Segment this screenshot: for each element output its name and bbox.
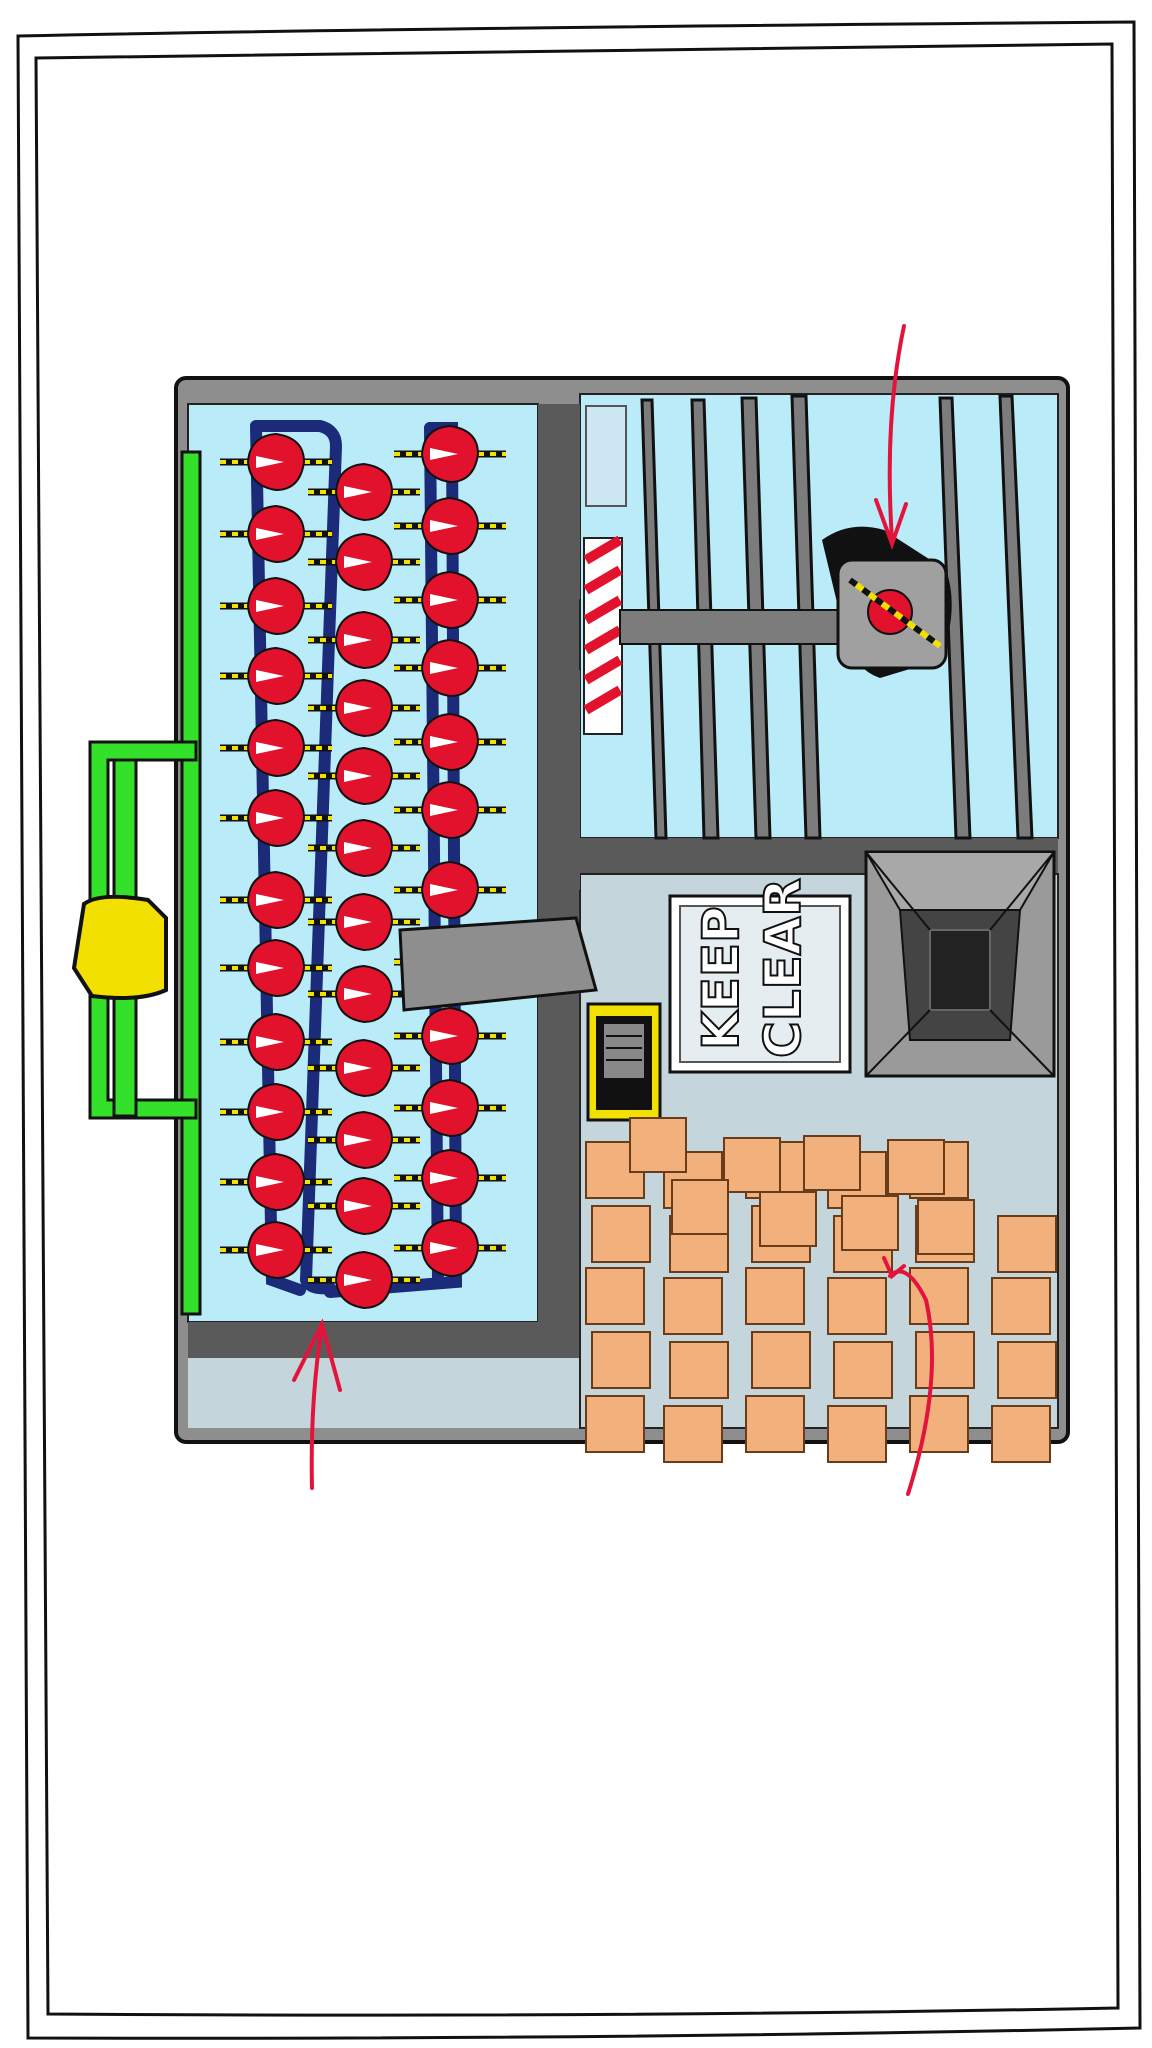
wooden-crate-icon bbox=[887, 1139, 945, 1195]
red-bollard-icon bbox=[220, 646, 332, 706]
red-bollard-icon bbox=[308, 1176, 420, 1236]
red-arrow-icon bbox=[292, 324, 934, 1496]
red-bollard-icon bbox=[308, 678, 420, 738]
wooden-crate-icon bbox=[745, 1267, 805, 1325]
red-bollard-icon bbox=[220, 1012, 332, 1072]
red-bollard-icon bbox=[220, 1220, 332, 1280]
red-bollard-icon bbox=[220, 938, 332, 998]
red-bollard-icon bbox=[308, 610, 420, 670]
red-bollard-icon bbox=[394, 1218, 506, 1278]
wooden-crate-icon bbox=[841, 1195, 899, 1251]
red-bollard-icon bbox=[220, 870, 332, 930]
wooden-crate-icon bbox=[803, 1135, 861, 1191]
hopper-funnel bbox=[864, 850, 1056, 1078]
red-bollard-icon bbox=[394, 1006, 506, 1066]
wooden-crate-icon bbox=[833, 1341, 893, 1399]
keep-clear-sign: KEEP CLEAR bbox=[668, 877, 852, 1074]
wooden-crate-icon bbox=[759, 1191, 817, 1247]
red-bollard-icon bbox=[308, 892, 420, 952]
red-bollard-icon bbox=[394, 570, 506, 630]
wooden-crate-icon bbox=[669, 1341, 729, 1399]
yellow-machine bbox=[586, 1002, 662, 1122]
wooden-crate-icon bbox=[909, 1395, 969, 1453]
wooden-crate-icon bbox=[915, 1331, 975, 1389]
crate-group bbox=[585, 1117, 1057, 1463]
wooden-crate-icon bbox=[663, 1405, 723, 1463]
red-bollard-icon bbox=[394, 712, 506, 772]
wooden-crate-icon bbox=[751, 1331, 811, 1389]
wooden-crate-icon bbox=[917, 1199, 975, 1255]
wooden-crate-icon bbox=[991, 1277, 1051, 1335]
red-bollard-icon bbox=[220, 788, 332, 848]
wooden-crate-icon bbox=[997, 1215, 1057, 1273]
red-bollard-icon bbox=[308, 1250, 420, 1310]
wooden-crate-icon bbox=[585, 1267, 645, 1325]
wooden-crate-icon bbox=[991, 1405, 1051, 1463]
red-bollard-icon bbox=[308, 1110, 420, 1170]
red-bollard-icon bbox=[220, 1152, 332, 1212]
red-bollard-icon bbox=[308, 818, 420, 878]
red-bollard-icon bbox=[308, 1038, 420, 1098]
red-bollard-icon bbox=[308, 746, 420, 806]
grey-ramp bbox=[398, 916, 598, 1012]
level-board: KEEP CLEAR bbox=[174, 376, 1070, 1463]
wooden-crate-icon bbox=[997, 1341, 1057, 1399]
wooden-crate-icon bbox=[827, 1277, 887, 1335]
red-bollard-icon bbox=[394, 1148, 506, 1208]
target-block bbox=[822, 526, 952, 678]
wooden-crate-icon bbox=[663, 1277, 723, 1335]
sign-line-1: KEEP bbox=[692, 906, 750, 1050]
wooden-crate-icon bbox=[591, 1205, 651, 1263]
wooden-crate-icon bbox=[671, 1179, 729, 1235]
wooden-crate-icon bbox=[745, 1395, 805, 1453]
green-pipe-system bbox=[88, 450, 202, 1316]
red-bollard-icon bbox=[394, 1078, 506, 1138]
red-bollard-icon bbox=[394, 860, 506, 920]
red-bollard-icon bbox=[220, 576, 332, 636]
red-bollard-icon bbox=[394, 638, 506, 698]
page-frame bbox=[16, 20, 1142, 2040]
red-bollard-icon bbox=[394, 496, 506, 556]
wooden-crate-icon bbox=[591, 1331, 651, 1389]
wooden-crate-icon bbox=[909, 1267, 969, 1325]
red-bollard-icon bbox=[308, 532, 420, 592]
red-bollard-icon bbox=[308, 964, 420, 1024]
bollard-group bbox=[220, 424, 506, 1310]
hazard-stripe-post bbox=[583, 535, 623, 735]
sign-line-2: CLEAR bbox=[754, 878, 812, 1058]
red-bollard-icon bbox=[220, 432, 332, 492]
wooden-crate-icon bbox=[585, 1395, 645, 1453]
wooden-crate-icon bbox=[723, 1137, 781, 1193]
red-bollard-icon bbox=[394, 424, 506, 484]
red-bollard-icon bbox=[394, 780, 506, 840]
red-bollard-icon bbox=[220, 1082, 332, 1142]
yellow-tank bbox=[71, 894, 168, 1000]
red-bollard-icon bbox=[308, 462, 420, 522]
wooden-crate-icon bbox=[629, 1117, 687, 1173]
red-bollard-icon bbox=[220, 718, 332, 778]
red-bollard-icon bbox=[220, 504, 332, 564]
wooden-crate-icon bbox=[827, 1405, 887, 1463]
